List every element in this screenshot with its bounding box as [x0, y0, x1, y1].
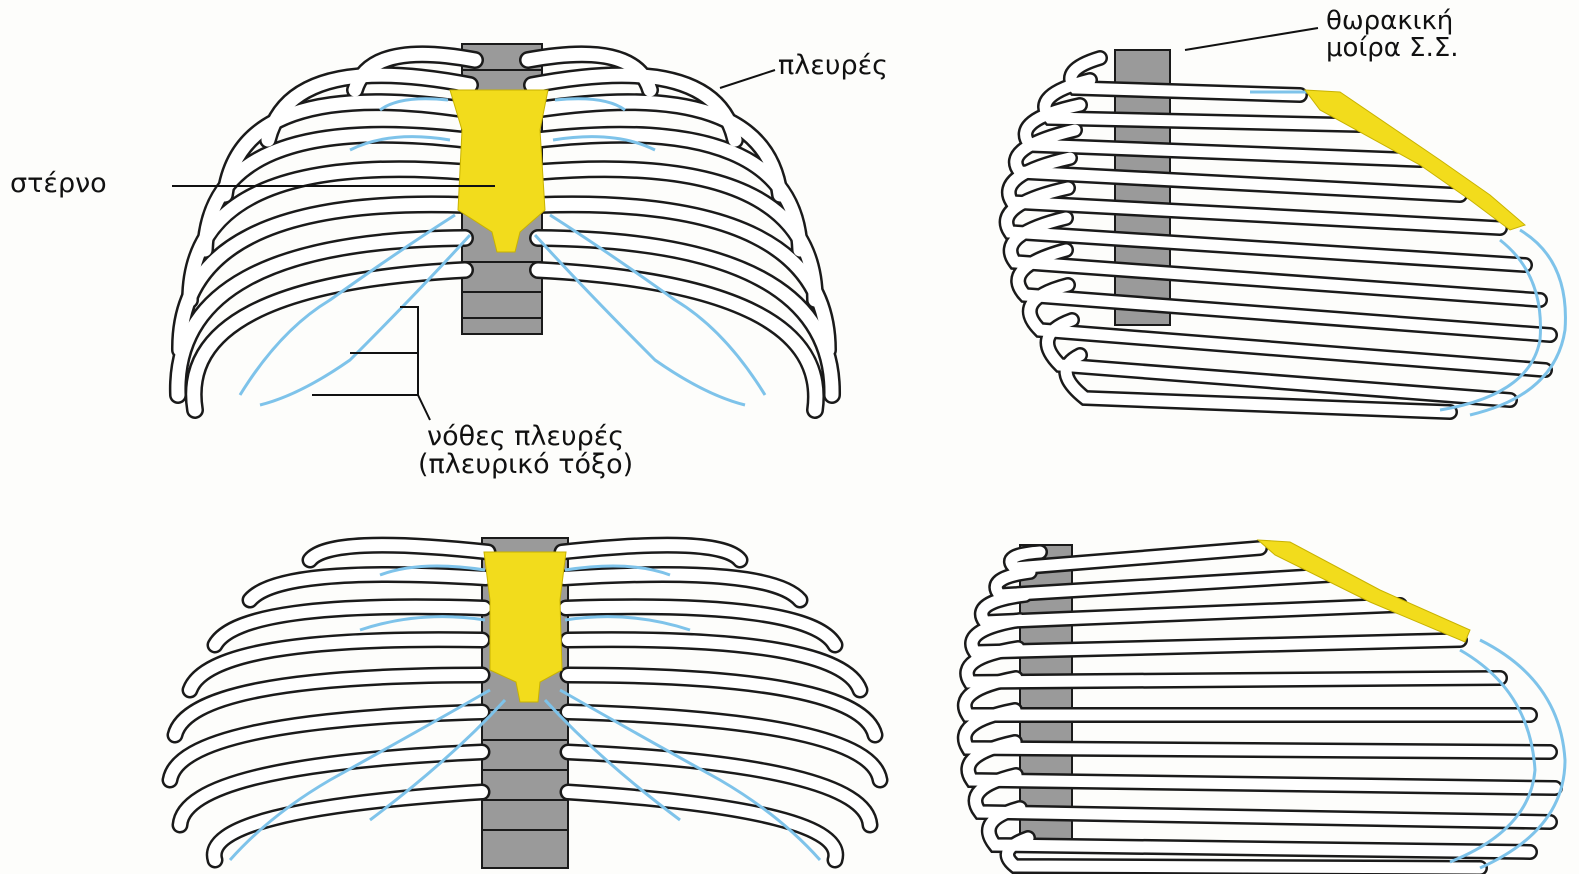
sternum-side-bottom: [1258, 540, 1470, 642]
ribs-side-bottom: [965, 548, 1555, 868]
ribs-side-top: [1007, 58, 1550, 412]
label-sternum: στέρνο: [10, 170, 107, 198]
side-view-top: [1007, 28, 1566, 415]
leader-line-thoracic: [1185, 28, 1318, 50]
label-false-ribs: νόθες πλευρές (πλευρικό τόξο): [418, 423, 633, 480]
label-false-ribs-line2: (πλευρικό τόξο): [418, 451, 633, 479]
side-view-bottom: [965, 540, 1565, 868]
label-thoracic-spine: θωρακική μοίρα Σ.Σ.: [1326, 8, 1459, 63]
front-view-top: [172, 44, 832, 420]
front-view-bottom: [170, 538, 880, 868]
label-ribs: πλευρές: [778, 52, 888, 80]
label-thoracic-spine-line1: θωρακική: [1326, 8, 1459, 35]
label-thoracic-spine-line2: μοίρα Σ.Σ.: [1326, 35, 1459, 62]
label-false-ribs-line1: νόθες πλευρές: [418, 423, 633, 451]
